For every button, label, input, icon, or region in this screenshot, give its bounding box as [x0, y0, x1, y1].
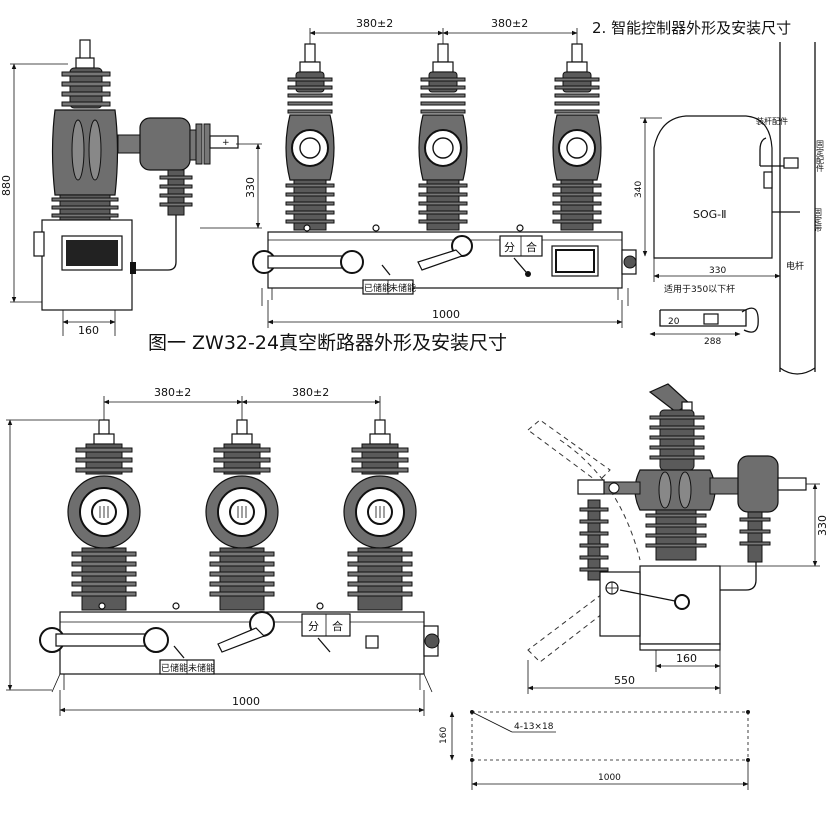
ct-housing	[139, 117, 191, 171]
fig2-side-view: 330 160 550	[527, 383, 829, 694]
mount-dim-width: 1000	[598, 773, 621, 783]
label-charged: 已储能	[364, 282, 391, 294]
label-pole: 电杆	[786, 260, 804, 272]
fig2-dim-ct: 330	[816, 515, 829, 536]
fig2-label-charged: 已储能	[161, 662, 188, 674]
dim-ct-330: 330	[244, 177, 257, 198]
mounting-plan: 4-13×18 160 1000	[439, 710, 750, 790]
mount-holes-label: 4-13×18	[514, 722, 554, 732]
pole-assembly	[67, 419, 141, 611]
label-open: 分	[504, 241, 515, 254]
fig2-dim-width: 1000	[232, 695, 260, 708]
mount-dim-height: 160	[439, 727, 449, 744]
pitch-left-label: 380±2	[356, 17, 393, 30]
controller-enclosure	[653, 115, 773, 259]
pole-body	[51, 109, 119, 196]
pole-body	[634, 469, 716, 511]
mount-hole	[746, 710, 750, 714]
fig2-label-uncharged: 未储能	[188, 662, 215, 674]
controller-title: 2. 智能控制器外形及安装尺寸	[592, 19, 791, 37]
label-uncharged: 未储能	[389, 282, 416, 294]
terminal-lug	[79, 39, 91, 61]
ct-housing	[737, 455, 779, 513]
controller-mount-drawing: 2. 智能控制器外形及安装尺寸 SOG-Ⅱ 装杆配件 固定配件 固定带 电杆 3…	[592, 19, 825, 375]
utility-pole	[779, 367, 816, 375]
figure1-caption: 图一 ZW32-24真空断路器外形及安装尺寸	[148, 332, 507, 354]
dim-controller-width: 330	[709, 266, 726, 276]
fig2-label-close: 合	[332, 619, 343, 633]
fig2-label-open: 分	[308, 620, 319, 633]
label-fixed-fitting: 固定配件	[816, 140, 825, 173]
fig2-dim-base: 160	[676, 652, 697, 665]
bracket-h-label: 20	[668, 317, 680, 327]
dim-controller-height: 340	[634, 181, 644, 198]
fig2-dim-overall: 550	[614, 674, 635, 687]
dim-height-880: 880	[0, 175, 13, 196]
controller-model: SOG-Ⅱ	[693, 208, 727, 221]
fig2-pitch-left: 380±2	[154, 386, 191, 399]
fig1-side-view: + 880 330 160	[0, 39, 262, 337]
fig2-pitch-right: 380±2	[292, 386, 329, 399]
mount-bracket	[659, 309, 747, 327]
insulator-sheds	[61, 67, 111, 109]
pitch-right-label: 380±2	[491, 17, 528, 30]
mount-note: 适用于350以下杆	[664, 283, 735, 295]
fig1-front-view: 380±2 380±2	[252, 17, 637, 328]
svg-text:+: +	[222, 138, 230, 148]
label-fixed-strap: 固定带	[814, 208, 823, 233]
label-close: 合	[526, 240, 537, 254]
dim-width-1000: 1000	[432, 308, 460, 321]
dim-base-160: 160	[78, 324, 99, 337]
label-fitting: 装杆配件	[756, 116, 788, 126]
pole-assembly	[285, 43, 335, 231]
bracket-w-label: 288	[704, 337, 721, 347]
fig2-front-view: 380±2 380±2	[6, 386, 440, 716]
